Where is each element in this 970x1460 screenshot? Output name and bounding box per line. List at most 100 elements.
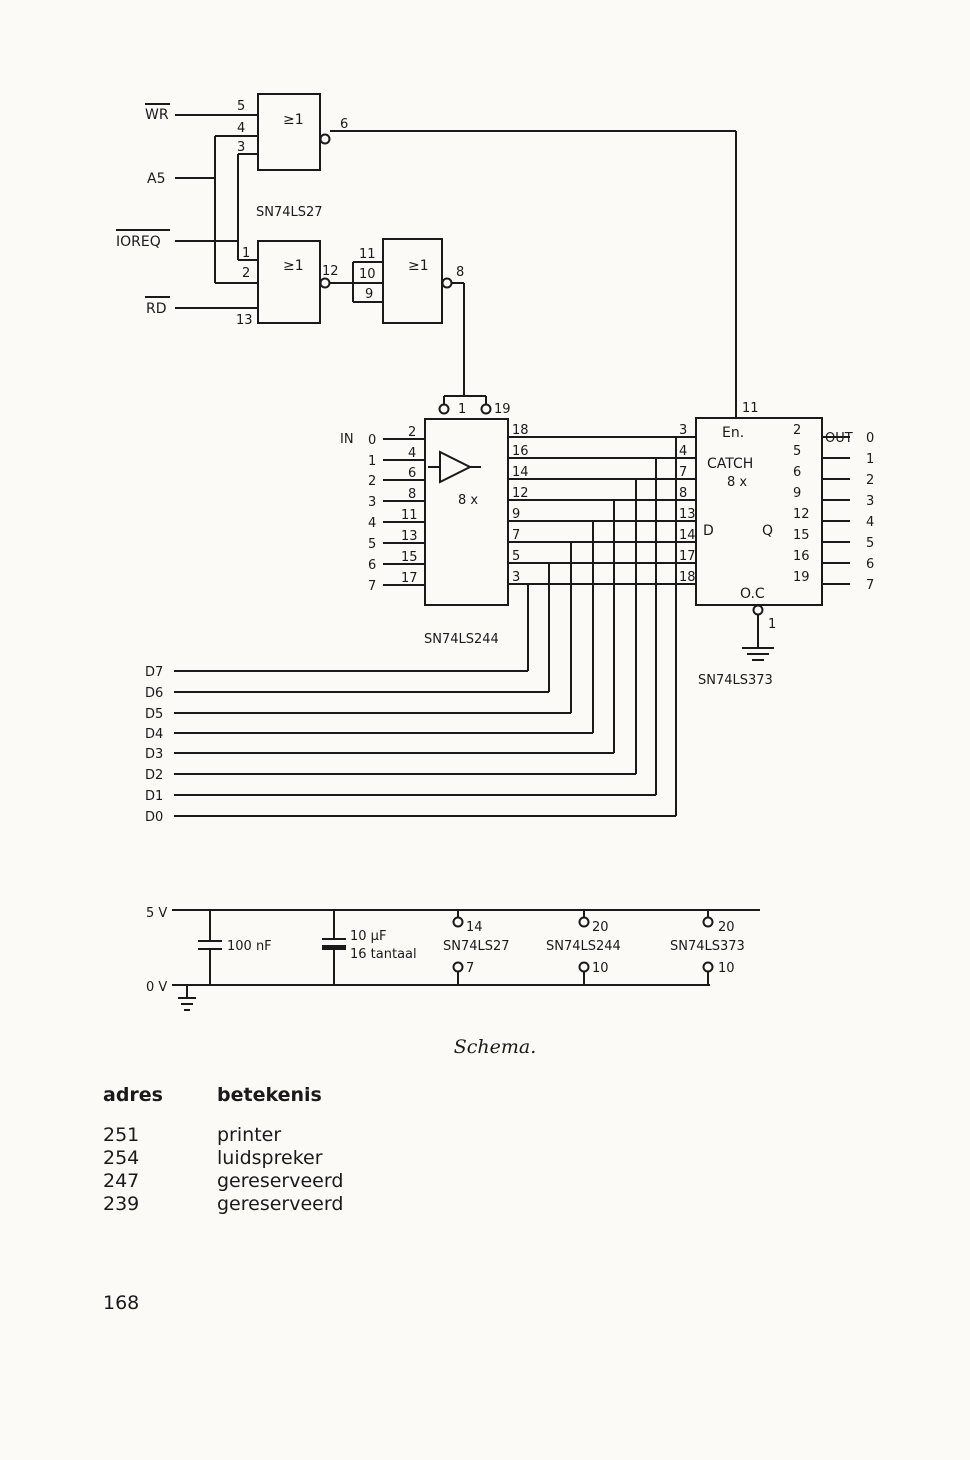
latch-en-label: En.: [722, 425, 744, 441]
gate1-pin-3: 3: [237, 140, 245, 155]
ioreq-label: IOREQ: [116, 234, 161, 250]
header-adres: adres: [103, 1084, 163, 1106]
latch-out-pin: 2: [793, 423, 801, 438]
table-cell-meaning: gereserveerd: [217, 1193, 344, 1215]
buffer-out-pin: 18: [512, 423, 529, 438]
table-cell-meaning: printer: [217, 1124, 282, 1146]
buffer-in-pin: 8: [408, 487, 416, 502]
buffer-count: 8 x: [458, 493, 478, 508]
buffer-out-pin: 9: [512, 507, 520, 522]
buffer-in-pin: 17: [401, 571, 418, 586]
latch-out-pin: 12: [793, 507, 810, 522]
ls244-gnd-pin: 10: [592, 961, 609, 976]
gate1-pin-5: 5: [237, 99, 245, 114]
table-row: 239 gereserveerd: [103, 1193, 343, 1216]
ls373-gnd-pin: 10: [718, 961, 735, 976]
schematic-wiring: [172, 93, 850, 1011]
table-cell-meaning: luidspreker: [217, 1147, 323, 1169]
buffer-in-pin: 2: [408, 425, 416, 440]
gate2-pin-12: 12: [322, 264, 339, 279]
out-bit-3: 3: [866, 494, 874, 509]
in-bit-7: 7: [368, 579, 376, 594]
ls27-vcc-pin: 14: [466, 920, 483, 935]
data-bus-label: D0: [145, 810, 163, 825]
out-bit-7: 7: [866, 578, 874, 593]
out-bit-0: 0: [866, 431, 874, 446]
gate2-symbol: ≥1: [283, 258, 304, 274]
table-cell-address: 251: [103, 1124, 140, 1146]
out-bit-4: 4: [866, 515, 874, 530]
in-bit-0: 0: [368, 433, 376, 448]
table-header: adres betekenis: [103, 1084, 343, 1106]
table-cell-address: 247: [103, 1170, 140, 1192]
in-bit-3: 3: [368, 495, 376, 510]
buffer-in-pin: 11: [401, 508, 418, 523]
ls244-power-label: SN74LS244: [546, 939, 621, 954]
wr-label: WR: [145, 107, 169, 123]
buffer-out-pin: 16: [512, 444, 529, 459]
in-bit-2: 2: [368, 474, 376, 489]
data-bus-label: D2: [145, 768, 163, 783]
buffer-out-pin: 3: [512, 570, 520, 585]
ls373-label: SN74LS373: [698, 673, 773, 688]
buffer-in-pin: 15: [401, 550, 418, 565]
table-cell-meaning: gereserveerd: [217, 1170, 344, 1192]
latch-q-label: Q: [762, 523, 773, 539]
rd-label: RD: [146, 301, 167, 317]
ls244-vcc-pin: 20: [592, 920, 609, 935]
gate2-pin-1: 1: [242, 246, 250, 261]
cap1-label: 100 nF: [227, 939, 272, 954]
gate3-pin-9: 9: [365, 287, 373, 302]
cap2-type: 16 tantaal: [350, 947, 417, 962]
data-bus-label: D1: [145, 789, 163, 804]
table-cell-address: 254: [103, 1147, 140, 1169]
buffer-out-pin: 12: [512, 486, 529, 501]
latch-count: 8 x: [727, 475, 747, 490]
latch-out-pin: 5: [793, 444, 801, 459]
gate2-pin-2: 2: [242, 266, 250, 281]
latch-out-pin: 15: [793, 528, 810, 543]
ls27-label: SN74LS27: [256, 205, 323, 220]
buffer-in-pin: 6: [408, 466, 416, 481]
gate1-pin-6: 6: [340, 117, 348, 132]
buffer-in-pin: 13: [401, 529, 418, 544]
latch-pin-11: 11: [742, 401, 759, 416]
out-bit-6: 6: [866, 557, 874, 572]
table-cell-address: 239: [103, 1193, 140, 1215]
latch-in-pin: 7: [679, 465, 687, 480]
data-bus-label: D5: [145, 707, 163, 722]
latch-in-pin: 4: [679, 444, 687, 459]
gate1-pin-4: 4: [237, 121, 245, 136]
latch-in-pin: 17: [679, 549, 696, 564]
gate3-symbol: ≥1: [408, 258, 429, 274]
gate2-pin-13: 13: [236, 313, 253, 328]
table-row: 251 printer: [103, 1124, 343, 1147]
ls27-gnd-pin: 7: [466, 961, 474, 976]
latch-in-pin: 3: [679, 423, 687, 438]
table-row: 247 gereserveerd: [103, 1170, 343, 1193]
v5-label: 5 V: [146, 906, 167, 921]
table-row: 254 luidspreker: [103, 1147, 343, 1170]
gate1-symbol: ≥1: [283, 112, 304, 128]
latch-in-pin: 13: [679, 507, 696, 522]
ls373-power-label: SN74LS373: [670, 939, 745, 954]
out-bit-5: 5: [866, 536, 874, 551]
data-bus-label: D6: [145, 686, 163, 701]
buffer-out-pin: 5: [512, 549, 520, 564]
figure-caption: Schema.: [453, 1036, 537, 1058]
latch-in-pin: 8: [679, 486, 687, 501]
data-bus-label: D3: [145, 747, 163, 762]
in-bit-5: 5: [368, 537, 376, 552]
in-bit-6: 6: [368, 558, 376, 573]
cap2-label: 10 μF: [350, 929, 386, 944]
buffer-out-pin: 7: [512, 528, 520, 543]
latch-d-label: D: [703, 523, 714, 539]
buffer-pin-1: 1: [458, 402, 466, 417]
gate3-pin-10: 10: [359, 267, 376, 282]
gate3-pin-8: 8: [456, 265, 464, 280]
address-table: adres betekenis 251 printer 254 luidspre…: [103, 1084, 343, 1216]
latch-oc-label: O.C: [740, 586, 765, 602]
data-bus-label: D4: [145, 727, 163, 742]
buffer-out-pin: 14: [512, 465, 529, 480]
gate3-pin-11: 11: [359, 247, 376, 262]
